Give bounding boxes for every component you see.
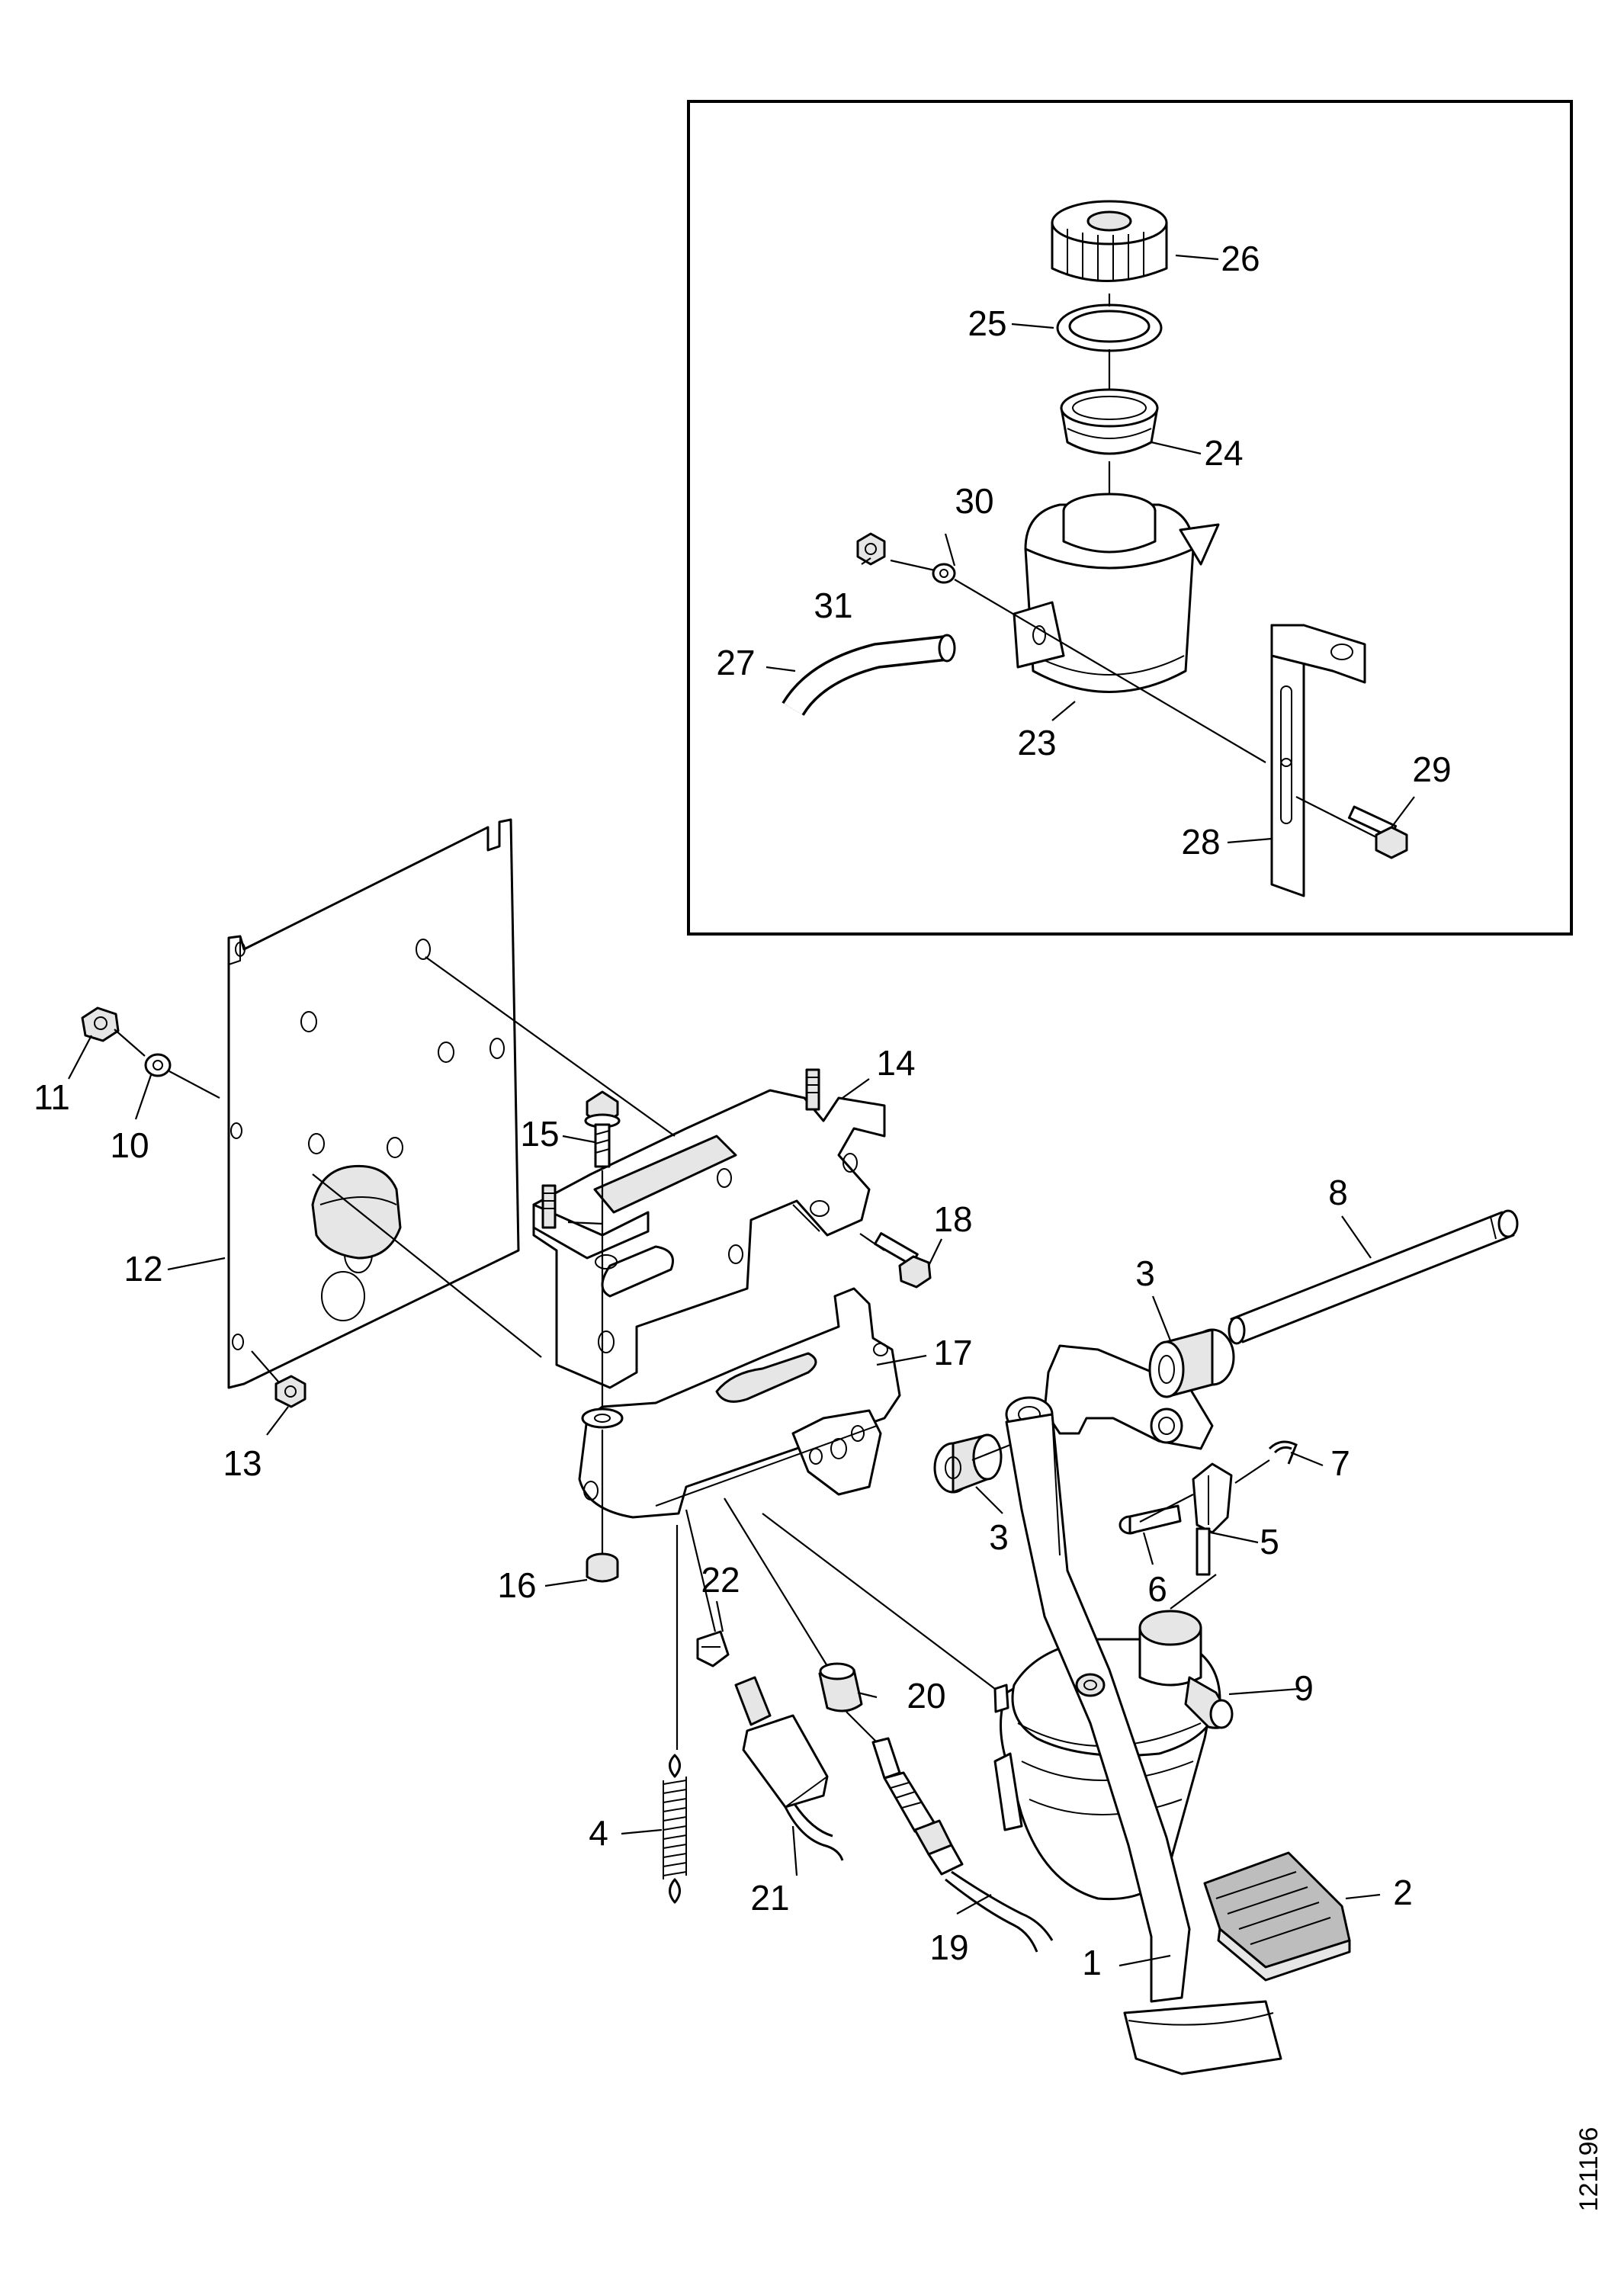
retaining-clip: [1268, 1440, 1298, 1465]
callout-12: 12: [124, 1249, 162, 1289]
callout-6: 6: [1147, 1569, 1167, 1609]
fluid-hose: [782, 634, 956, 717]
pedal-bracket: [532, 1089, 886, 1389]
reservoir-nut: [856, 532, 886, 566]
switch-clip: [696, 1630, 730, 1667]
bracket-bolt-side: [874, 1232, 932, 1289]
callout-25: 25: [968, 303, 1006, 343]
callout-3-lower: 3: [989, 1517, 1009, 1557]
callout-1: 1: [1082, 1943, 1102, 1982]
callout-15: 15: [520, 1114, 559, 1154]
bracket-bolt-upper: [584, 1090, 621, 1168]
inset-assembly-lines: [890, 294, 1377, 838]
mounting-plate: [227, 818, 520, 1389]
reservoir-washer: [932, 563, 956, 584]
pivot-bush-lower: [933, 1433, 1003, 1494]
sensor-bush: [818, 1662, 863, 1712]
pivot-shaft: [1228, 1209, 1519, 1345]
callout-8: 8: [1328, 1173, 1348, 1212]
strainer-basket: [1060, 388, 1159, 455]
callout-10: 10: [110, 1125, 149, 1165]
plate-washer: [144, 1053, 172, 1077]
reservoir-cap: [1051, 200, 1168, 282]
pedal-pad: [1203, 1851, 1351, 1982]
clevis-pin: [1119, 1504, 1182, 1535]
return-spring: [663, 1754, 687, 1904]
pedal-switch: [734, 1676, 844, 1861]
callout-19: 19: [929, 1927, 968, 1967]
callout-21: 21: [750, 1878, 789, 1918]
callout-18: 18: [933, 1199, 972, 1239]
reservoir-bracket: [1270, 624, 1366, 897]
lower-bracket: [578, 1287, 901, 1519]
callout-31: 31: [814, 586, 852, 625]
callout-14: 14: [876, 1043, 915, 1083]
plate-nut: [81, 1006, 120, 1042]
plate-lower-nut: [274, 1375, 307, 1408]
bracket-studs: [541, 1068, 820, 1229]
callout-7: 7: [1330, 1443, 1350, 1483]
seal-ring: [1056, 303, 1163, 352]
callout-28: 28: [1181, 822, 1220, 862]
callout-23: 23: [1017, 723, 1056, 762]
callout-27: 27: [716, 643, 755, 682]
callout-26: 26: [1221, 239, 1260, 278]
pivot-bush-upper: [1148, 1328, 1235, 1398]
callout-20: 20: [907, 1676, 945, 1716]
callout-2: 2: [1393, 1873, 1413, 1912]
callout-17: 17: [933, 1333, 972, 1372]
callout-3-upper: 3: [1135, 1253, 1155, 1293]
drawing-reference: 121196: [1574, 2127, 1603, 2212]
callout-24: 24: [1204, 433, 1243, 473]
callout-30: 30: [955, 481, 993, 521]
callout-22: 22: [701, 1560, 740, 1600]
fluid-reservoir: [1013, 493, 1220, 693]
callout-16: 16: [497, 1565, 536, 1605]
push-rod-clevis: [1192, 1462, 1233, 1576]
main-assembly-lines: [114, 956, 1270, 1750]
callout-29: 29: [1412, 749, 1451, 789]
clutch-pedal: [1005, 1344, 1282, 2075]
pedal-sensor: [871, 1737, 1054, 1953]
callout-9: 9: [1294, 1668, 1314, 1708]
bracket-bolt: [1347, 805, 1408, 859]
leader-lines: [68, 254, 1415, 1967]
callout-11: 11: [34, 1077, 70, 1117]
callout-4: 4: [589, 1813, 608, 1853]
bracket-nut: [586, 1552, 619, 1583]
callout-5: 5: [1260, 1522, 1279, 1562]
inset-frame: [687, 100, 1573, 936]
callout-13: 13: [223, 1443, 262, 1483]
